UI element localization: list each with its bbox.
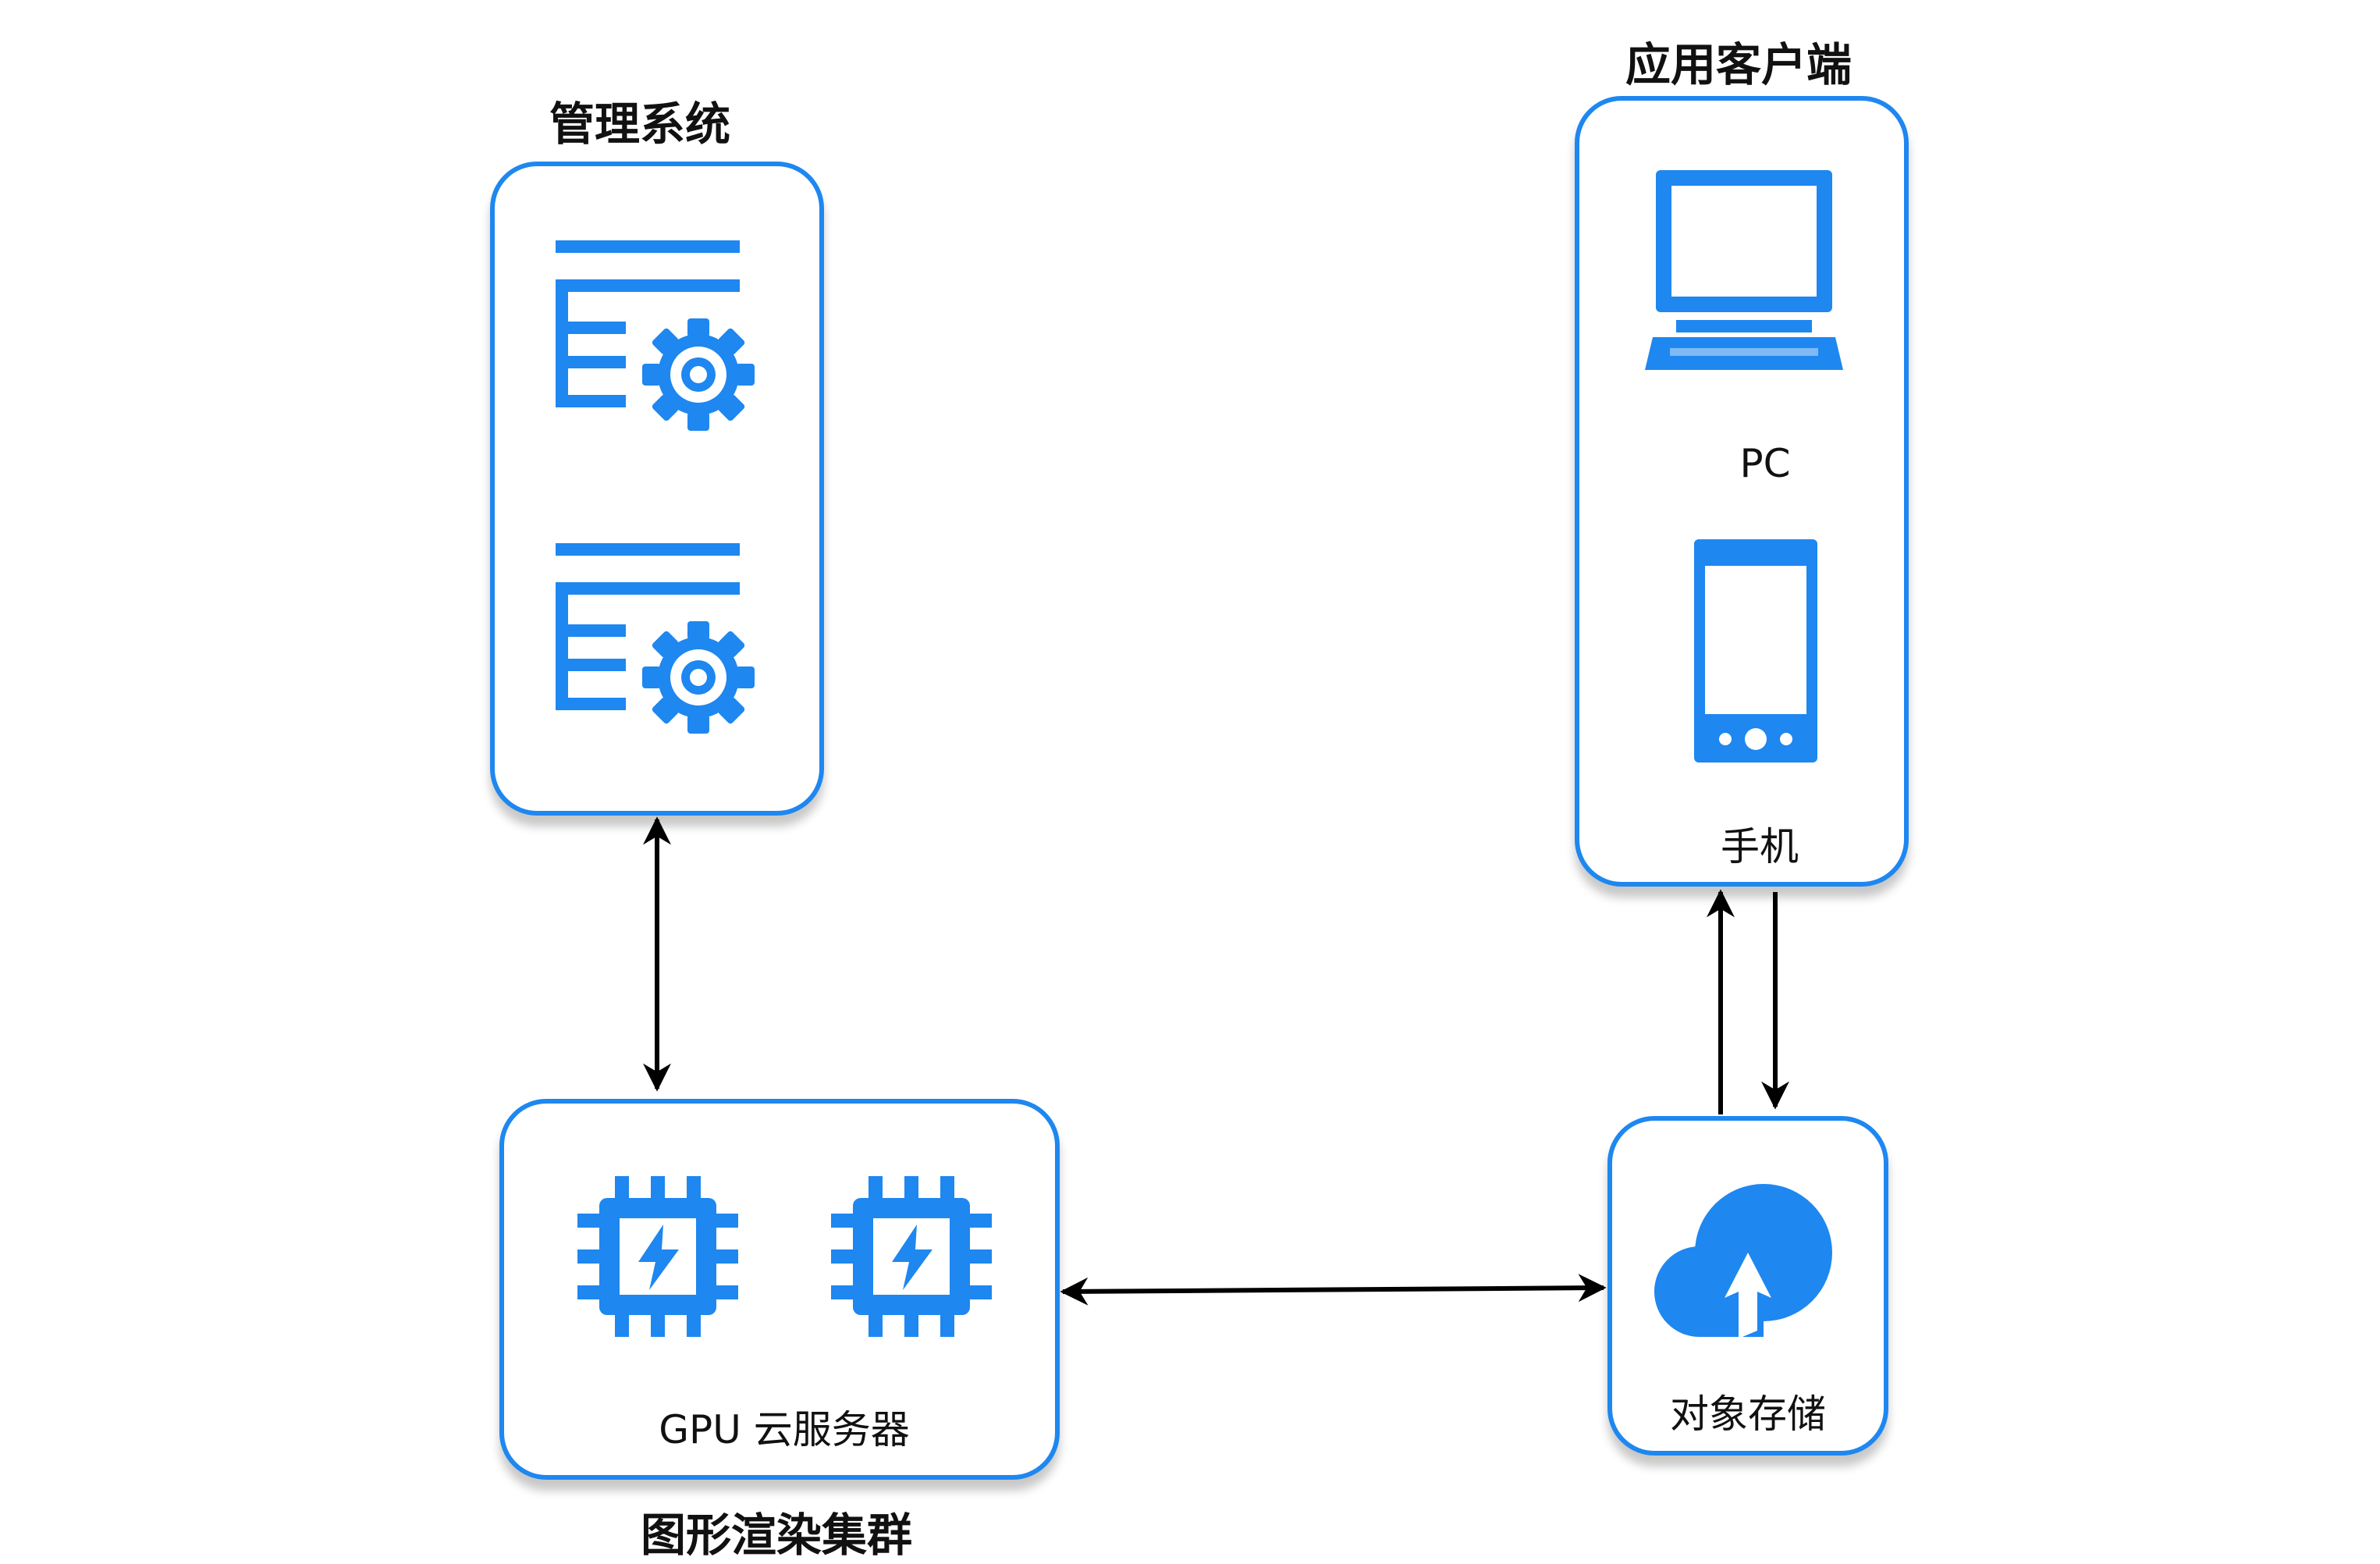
app-client-title: 应用客户端 bbox=[1625, 38, 1852, 91]
object-storage-label: 对象存储 bbox=[1670, 1392, 1826, 1437]
render-storage-arrow bbox=[1060, 1274, 1607, 1306]
gpu-chip-icon bbox=[577, 1176, 738, 1337]
pc-label: PC bbox=[1739, 441, 1791, 486]
desktop-pc-icon bbox=[1645, 170, 1843, 370]
mobile-phone-icon bbox=[1694, 539, 1817, 762]
gpu-server-label: GPU 云服务器 bbox=[659, 1407, 910, 1452]
cloud-upload-icon bbox=[1654, 1184, 1832, 1338]
server-config-icon bbox=[556, 240, 755, 431]
gpu-chip-icon bbox=[831, 1176, 992, 1337]
render-cluster-title: 图形渲染集群 bbox=[640, 1509, 913, 1562]
phone-label: 手机 bbox=[1721, 824, 1799, 869]
management-system-title: 管理系统 bbox=[549, 98, 731, 151]
server-config-icon bbox=[556, 543, 755, 734]
